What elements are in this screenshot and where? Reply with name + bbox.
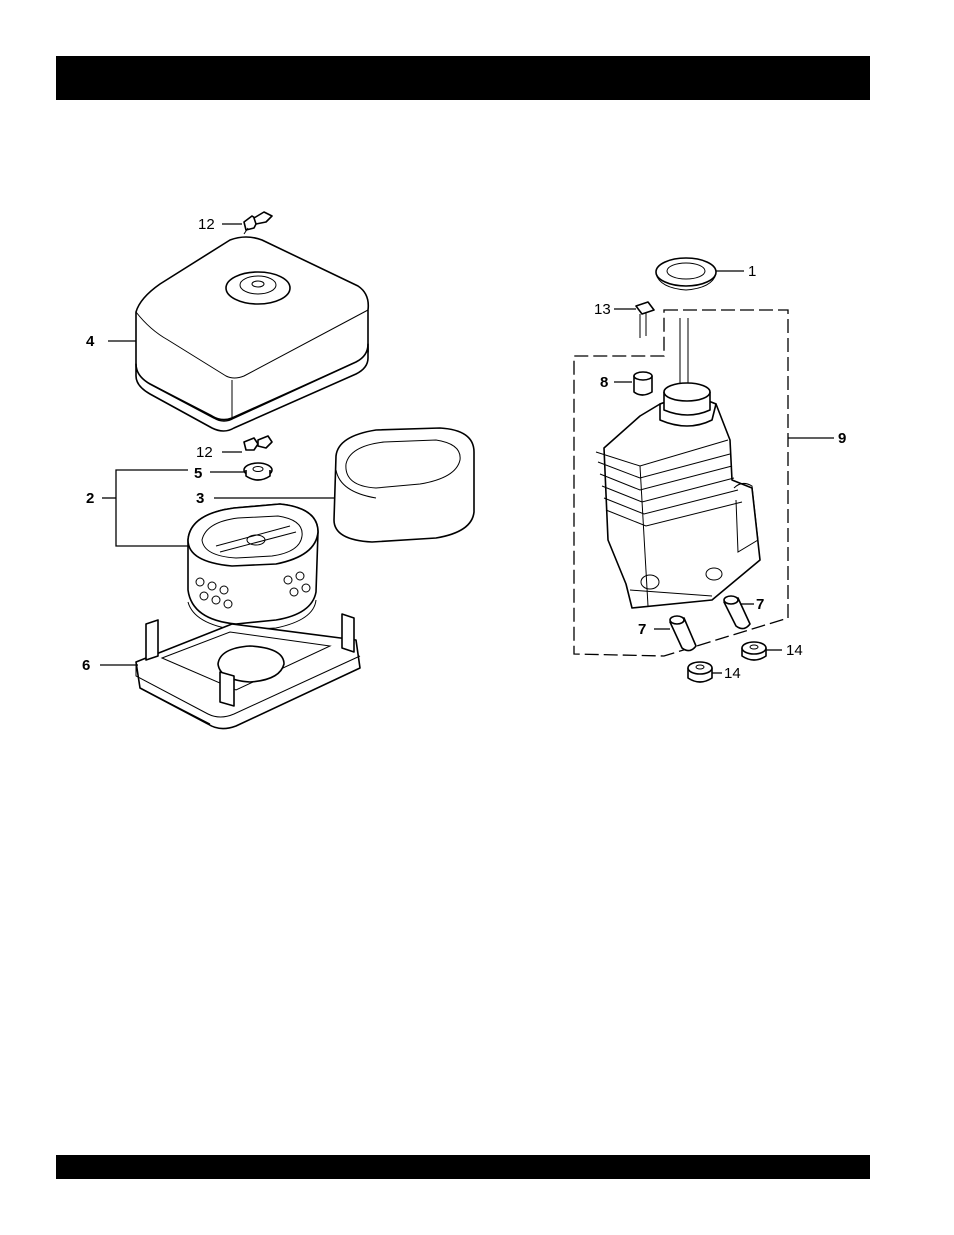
part-3-foam-element <box>334 428 474 542</box>
callout-12-top: 12 <box>198 216 215 233</box>
part-14-nut-right <box>742 642 766 660</box>
leader-2-bracket <box>116 470 190 546</box>
part-6-base <box>136 614 360 729</box>
callout-9: 9 <box>838 430 846 447</box>
callout-2: 2 <box>86 490 94 507</box>
part-1-gasket <box>656 258 716 290</box>
part-12-wing-nut-top <box>244 212 272 234</box>
callout-14-right: 14 <box>786 642 803 659</box>
callout-7-left: 7 <box>638 621 646 638</box>
callout-14-left: 14 <box>724 665 741 682</box>
part-7-pipe-left <box>670 616 696 651</box>
callout-6: 6 <box>82 657 90 674</box>
callout-5: 5 <box>194 465 202 482</box>
part-7-pipe-right <box>724 596 750 629</box>
callout-3: 3 <box>196 490 204 507</box>
part-12-wing-nut-lower <box>244 436 272 450</box>
callout-4: 4 <box>86 333 95 350</box>
part-2-paper-element <box>188 504 318 630</box>
callout-8: 8 <box>600 374 608 391</box>
part-4-cover <box>136 237 368 431</box>
part-14-nut-left <box>688 662 712 682</box>
callout-13: 13 <box>594 301 611 318</box>
callout-1: 1 <box>748 263 756 280</box>
callout-7-right: 7 <box>756 596 764 613</box>
part-13-bolt <box>636 302 654 338</box>
part-8-collar <box>634 372 652 395</box>
part-5-grommet <box>244 463 272 480</box>
callout-12-lower: 12 <box>196 444 213 461</box>
part-9-elbow <box>596 318 760 608</box>
